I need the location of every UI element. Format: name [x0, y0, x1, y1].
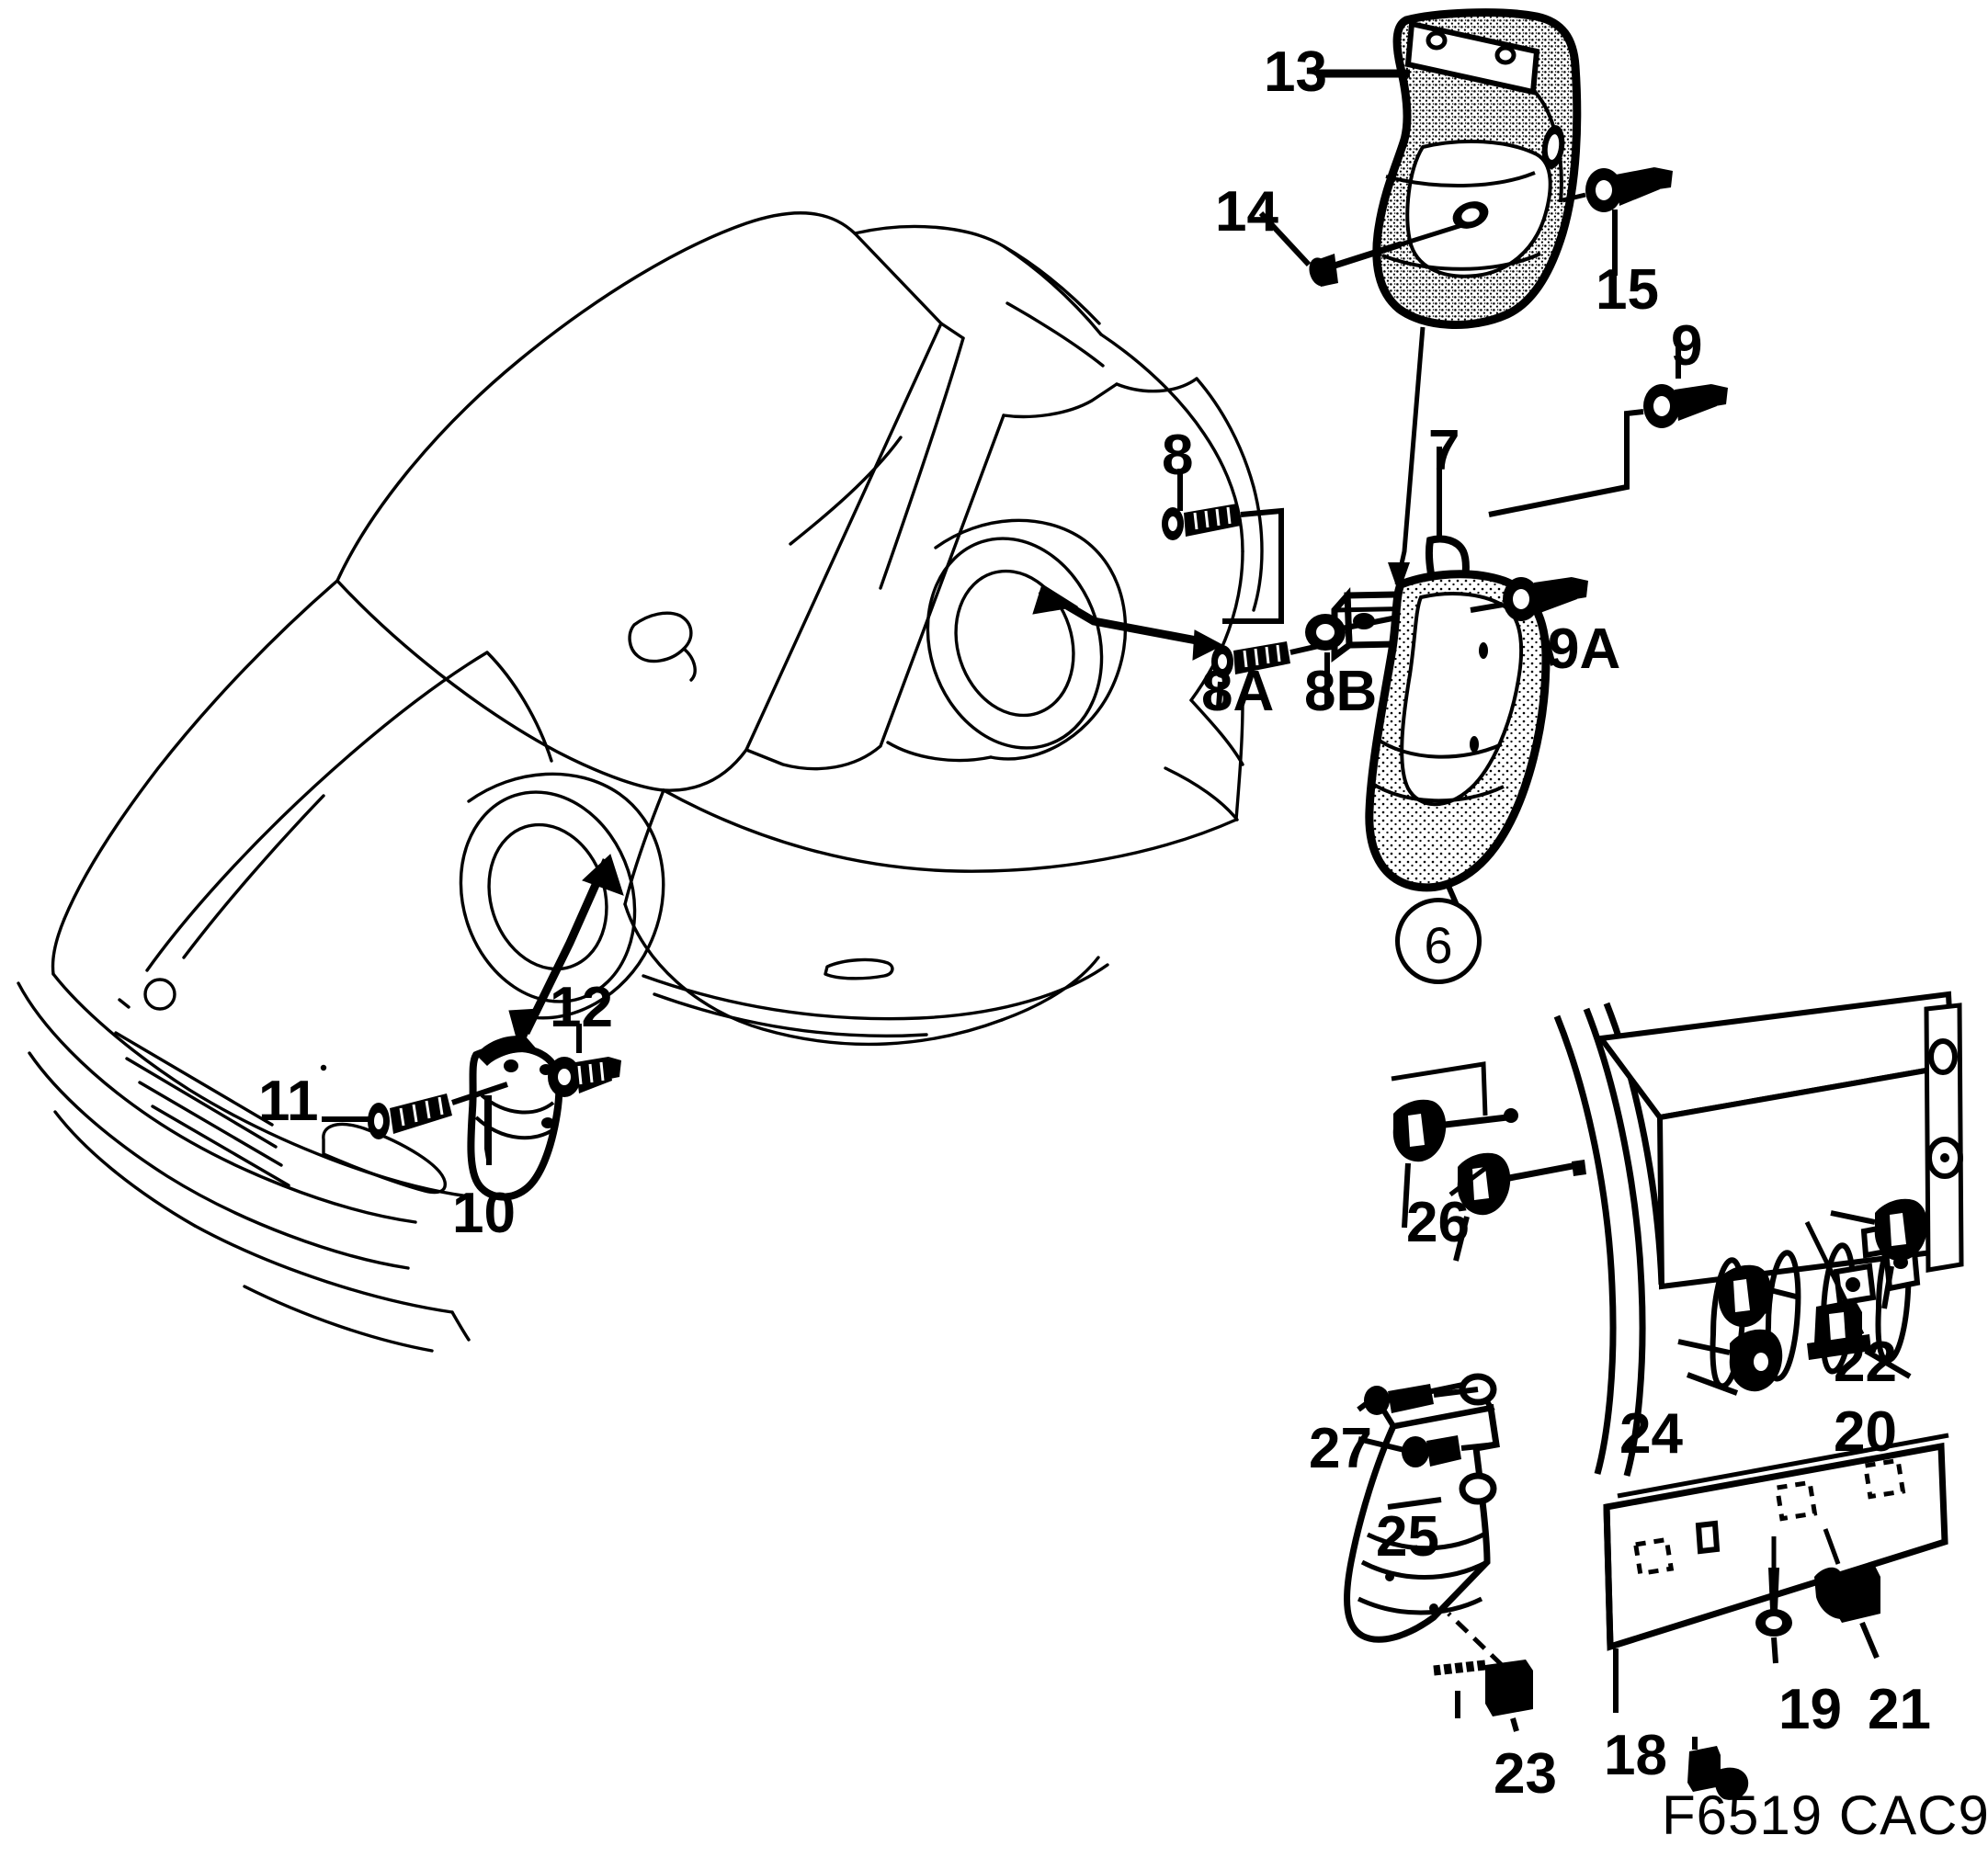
part-15-bolt [1562, 167, 1673, 212]
leader-14 [1258, 210, 1312, 267]
part-12-clip [548, 1057, 621, 1097]
callout-10: 10 [452, 1182, 516, 1245]
part-26-grommet-upper [1457, 1152, 1586, 1216]
circled-callout-6: 6 [1395, 898, 1482, 984]
leader-22 [1881, 1265, 1894, 1309]
callout-14: 14 [1215, 180, 1278, 244]
part-9-bolt [1488, 384, 1728, 517]
leader-8A [1216, 681, 1223, 708]
callout-9A: 9A [1548, 617, 1621, 681]
callout-27: 27 [1309, 1417, 1372, 1480]
leader-23 [1510, 1717, 1519, 1732]
reference-code: F6519 CAC94 [1662, 1784, 1988, 1846]
part-8B-washer [1305, 614, 1398, 651]
part-22-grommet [1718, 1264, 1801, 1328]
loose-clip [1687, 1737, 1749, 1800]
callout-11: 11 [258, 1070, 319, 1133]
callout-13: 13 [1264, 40, 1327, 104]
callout-18: 18 [1604, 1724, 1667, 1787]
leader-26a [1453, 1216, 1470, 1262]
callout-25: 25 [1376, 1505, 1439, 1569]
callout-20: 20 [1834, 1400, 1897, 1464]
part-26-grommet-lower [1392, 1099, 1518, 1162]
callout-8: 8 [1162, 424, 1194, 487]
callout-15: 15 [1596, 258, 1659, 322]
part-11-screw [368, 1082, 508, 1139]
part-19-rivet [1755, 1536, 1792, 1664]
callout-22: 22 [1834, 1331, 1897, 1394]
leader-20 [1864, 1348, 1912, 1379]
leader-9A [1538, 617, 1556, 666]
callout-7: 7 [1428, 419, 1460, 482]
part-24-grommet [1677, 1329, 1783, 1392]
callout-19: 19 [1778, 1678, 1842, 1741]
part-9A-bolt [1470, 577, 1588, 621]
part-27-screws [1364, 1384, 1497, 1467]
part-22-grommet-upper [1830, 1198, 1928, 1262]
callout-12: 12 [550, 976, 613, 1039]
part-8-screw [1162, 504, 1284, 624]
leader-26b [1402, 1162, 1411, 1229]
callout-21: 21 [1868, 1678, 1931, 1741]
leader-25 [1387, 1497, 1442, 1510]
callout-8A: 8A [1201, 660, 1275, 723]
part-13-rear-mud-flap-shell [1372, 8, 1582, 329]
callout-8B: 8B [1304, 660, 1378, 723]
leader-27 [1358, 1436, 1405, 1453]
callout-26: 26 [1406, 1191, 1470, 1254]
part-23-push-pin [1433, 1612, 1533, 1718]
pointer-arrows [508, 583, 1224, 1053]
callout-9: 9 [1671, 314, 1703, 378]
vehicle-illustration [17, 211, 1264, 1353]
part-21-clip [1814, 1528, 1880, 1660]
callout-24: 24 [1619, 1402, 1683, 1466]
callout-23: 23 [1494, 1742, 1557, 1806]
leader-24 [1686, 1372, 1739, 1396]
part-20-clip-nut [1804, 1220, 1871, 1360]
part-14-screw [1309, 221, 1466, 287]
